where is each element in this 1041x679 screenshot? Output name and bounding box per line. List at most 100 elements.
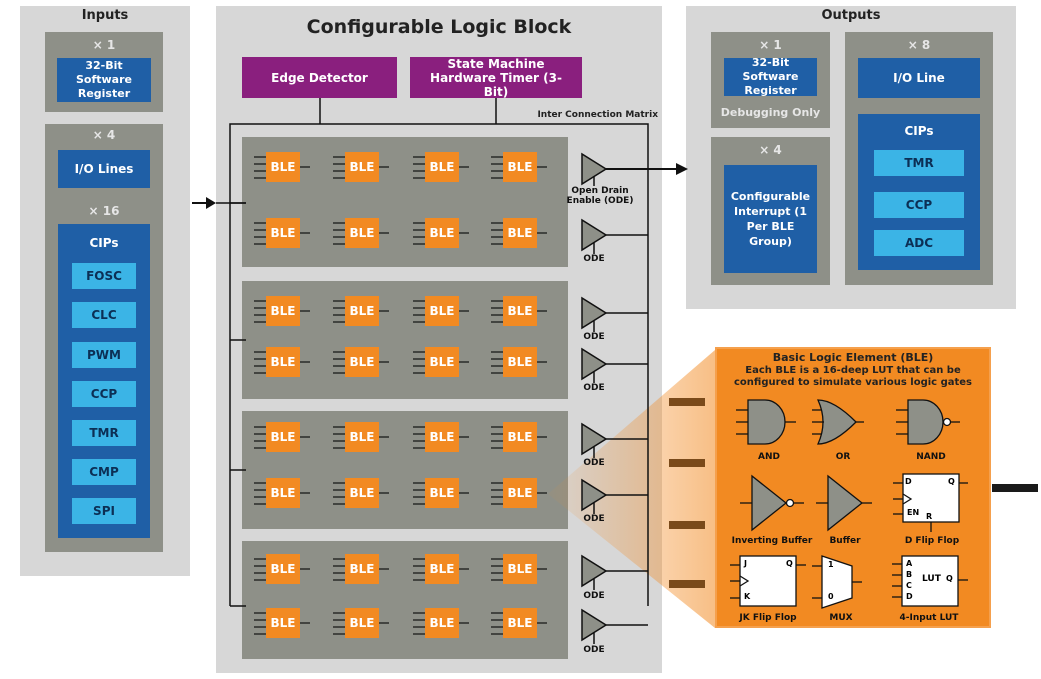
output-cip-adc: ADC bbox=[874, 230, 964, 256]
ble-block: BLE bbox=[503, 347, 537, 377]
inputs-cips-title: CIPs bbox=[89, 236, 119, 250]
output-cip-tmr: TMR bbox=[874, 150, 964, 176]
brown-bar bbox=[669, 580, 705, 588]
input-cip-clc: CLC bbox=[72, 302, 136, 328]
ble-block: BLE bbox=[266, 152, 300, 182]
ble-block: BLE bbox=[425, 347, 459, 377]
ode-label: ODE bbox=[583, 645, 605, 655]
gate-label-or: OR bbox=[835, 452, 851, 462]
output-arrowhead bbox=[676, 163, 688, 175]
ble-detail-title: Basic Logic Element (BLE) bbox=[772, 351, 934, 364]
pin-mux-1: 1 bbox=[828, 560, 834, 569]
pin-q: Q bbox=[948, 477, 955, 486]
outputs-software-register: 32-Bit Software Register bbox=[724, 56, 817, 97]
ble-input-stubs bbox=[254, 156, 547, 635]
pin-j: J bbox=[744, 559, 747, 568]
pin-b: B bbox=[906, 570, 913, 579]
input-cip-pwm: PWM bbox=[72, 342, 136, 368]
pin-a: A bbox=[906, 559, 913, 568]
outputs-title: Outputs bbox=[821, 8, 881, 23]
inputs-title: Inputs bbox=[81, 8, 129, 23]
ble-block: BLE bbox=[503, 152, 537, 182]
inputs-count-4: × 4 bbox=[92, 128, 116, 142]
gate-label-inverting-buffer: Inverting Buffer bbox=[731, 536, 813, 546]
edge-detector: Edge Detector bbox=[242, 57, 397, 98]
gate-label-mux: MUX bbox=[829, 613, 853, 623]
ble-block: BLE bbox=[266, 608, 300, 638]
ode-label: ODE bbox=[583, 514, 605, 524]
ble-block: BLE bbox=[425, 218, 459, 248]
ble-block: BLE bbox=[345, 218, 379, 248]
pin-c: C bbox=[906, 581, 912, 590]
debugging-only-label: Debugging Only bbox=[720, 106, 821, 119]
ble-block: BLE bbox=[345, 478, 379, 508]
ode-label: ODE bbox=[583, 591, 605, 601]
pin-r: R bbox=[926, 512, 933, 521]
ble-block: BLE bbox=[266, 478, 300, 508]
magnify-cone bbox=[548, 350, 715, 628]
input-cip-cmp: CMP bbox=[72, 459, 136, 485]
ble-block: BLE bbox=[266, 296, 300, 326]
input-cip-tmr: TMR bbox=[72, 420, 136, 446]
ode-label: ODE bbox=[583, 383, 605, 393]
input-cip-fosc: FOSC bbox=[72, 263, 136, 289]
ble-block: BLE bbox=[503, 296, 537, 326]
gate-label-nand: NAND bbox=[916, 452, 946, 462]
ble-block: BLE bbox=[266, 347, 300, 377]
ble-block: BLE bbox=[425, 296, 459, 326]
ode-label: ODE bbox=[583, 254, 605, 264]
mux-icon bbox=[821, 555, 853, 609]
outputs-cips-title: CIPs bbox=[904, 124, 934, 138]
state-machine-timer: State Machine Hardware Timer (3-Bit) bbox=[410, 57, 582, 99]
input-arrowhead bbox=[206, 197, 216, 209]
ble-block: BLE bbox=[345, 422, 379, 452]
d-flip-flop-icon bbox=[902, 473, 960, 523]
ode-label: ODE bbox=[583, 332, 605, 342]
ble-block: BLE bbox=[345, 554, 379, 584]
gate-label-buffer: Buffer bbox=[829, 536, 861, 546]
inputs-count-1: × 1 bbox=[92, 38, 116, 52]
buffer-icon bbox=[827, 474, 864, 532]
ble-block: BLE bbox=[345, 296, 379, 326]
clb-title: Configurable Logic Block bbox=[306, 16, 572, 38]
ode-buffers bbox=[581, 152, 608, 642]
inputs-count-16: × 16 bbox=[88, 204, 120, 218]
ble-block: BLE bbox=[503, 608, 537, 638]
output-io-line: I/O Line bbox=[858, 58, 980, 98]
ble-block: BLE bbox=[503, 218, 537, 248]
inputs-io-lines: I/O Lines bbox=[58, 150, 150, 188]
ble-block: BLE bbox=[345, 608, 379, 638]
ble-block: BLE bbox=[425, 554, 459, 584]
input-cip-ccp: CCP bbox=[72, 381, 136, 407]
interconnect-label: Inter Connection Matrix bbox=[537, 110, 658, 120]
pin-en: EN bbox=[907, 508, 920, 517]
output-bar bbox=[992, 484, 1038, 492]
ode-label: ODE bbox=[583, 458, 605, 468]
brown-bar bbox=[669, 521, 705, 529]
ble-block: BLE bbox=[425, 152, 459, 182]
pin-d: D bbox=[905, 477, 912, 486]
pin-jk-q: Q bbox=[786, 559, 793, 568]
interconnect-top bbox=[229, 123, 649, 606]
brown-bar bbox=[669, 459, 705, 467]
ble-block: BLE bbox=[345, 152, 379, 182]
ble-block: BLE bbox=[425, 478, 459, 508]
outputs-count-4: × 4 bbox=[759, 143, 782, 157]
and-gate-icon bbox=[747, 399, 786, 445]
inverting-buffer-icon bbox=[751, 474, 788, 532]
gate-label-d-flip-flop: D Flip Flop bbox=[904, 536, 960, 546]
inputs-software-register: 32-Bit Software Register bbox=[57, 58, 151, 102]
pin-mux-0: 0 bbox=[828, 592, 834, 601]
pin-k: K bbox=[744, 592, 751, 601]
ble-block: BLE bbox=[425, 422, 459, 452]
lut-icon bbox=[901, 555, 959, 607]
ode-label-first: Open Drain Enable (ODE) bbox=[566, 186, 634, 206]
ble-detail-subtitle: Each BLE is a 16-deep LUT that can be co… bbox=[734, 365, 972, 388]
ble-block: BLE bbox=[503, 478, 537, 508]
pin-lut: LUT bbox=[922, 574, 941, 584]
gate-label-lut: 4-Input LUT bbox=[899, 613, 959, 623]
gate-label-and: AND bbox=[758, 452, 780, 462]
nand-gate-icon bbox=[907, 399, 944, 445]
input-cip-spi: SPI bbox=[72, 498, 136, 524]
